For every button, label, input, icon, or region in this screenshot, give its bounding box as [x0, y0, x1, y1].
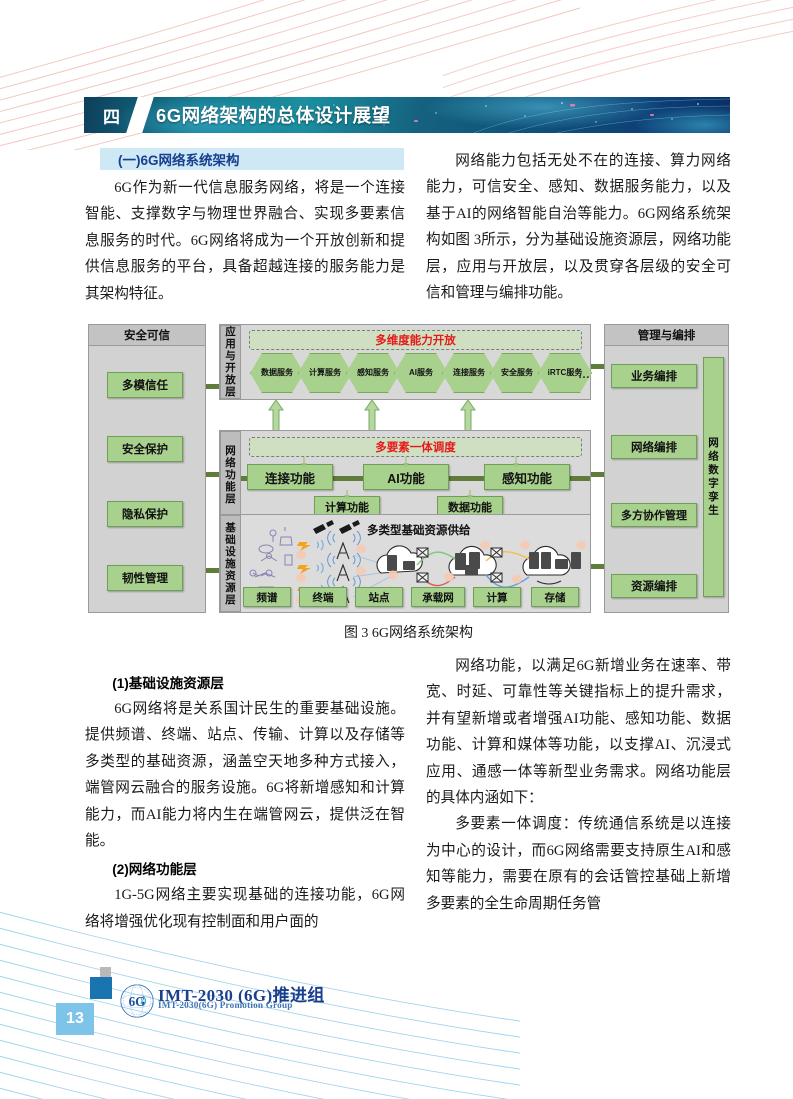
body-text-left-lower: (1)基础设施资源层 6G网络将是关系国计民生的重要基础设施。提供频谱、终端、站… — [85, 672, 405, 935]
arrow-up-1 — [364, 400, 380, 432]
function-sensing: 感知功能 — [484, 464, 570, 490]
paragraph: 网络能力包括无处不在的连接、算力网络能力，可信安全、感知、数据服务能力，以及基于… — [426, 153, 731, 302]
security-item-1: 安全保护 — [107, 436, 183, 462]
connector-security-infra — [206, 568, 222, 573]
digital-twin-column: 网络数字孪生 — [703, 357, 724, 597]
resource-2: 站点 — [355, 587, 403, 607]
capability-openness-banner: 多维度能力开放 — [249, 330, 582, 350]
paragraph: 6G作为新一代信息服务网络，将是一个连接智能、支撑数字与物理世界融合、实现多要素… — [85, 180, 405, 302]
paragraph: 6G网络将是关系国计民生的重要基础设施。提供频谱、终端、站点、传输、计算以及存储… — [85, 701, 405, 850]
section-title: 6G网络架构的总体设计展望 — [156, 105, 391, 126]
body-text-right-lower: 网络功能，以满足6G新增业务在速率、带宽、时延、可靠性等关键指标上的提升需求，并… — [426, 653, 731, 917]
layer-infrastructure-resource: 基础设施资源层 — [219, 514, 591, 613]
layer-application-body: 多维度能力开放 数据服务 计算服务 感知服务 AI服务 — [241, 325, 592, 399]
layer-infrastructure-label: 基础设施资源层 — [220, 515, 241, 612]
layer-application-label: 应用与开放层 — [220, 325, 241, 399]
service-hex-2-label: 感知服务 — [357, 368, 389, 377]
service-hex-0: 数据服务 — [250, 353, 304, 393]
imt2030-logo-icon: 6G — [120, 984, 154, 1018]
subsection-heading-label: (一)6G网络系统架构 — [118, 153, 240, 168]
service-hex-6: iRTC服务 — [538, 353, 592, 393]
paragraph: 网络功能，以满足6G新增业务在速率、带宽、时延、可靠性等关键指标上的提升需求，并… — [426, 658, 731, 807]
layer-application-openness: 应用与开放层 多维度能力开放 数据服务 计算服务 感知服务 AI服务 — [219, 324, 592, 400]
banner-background-art — [114, 97, 730, 133]
layer-network-function-label: 网络功能层 — [220, 431, 241, 519]
connector-app-management — [591, 364, 607, 369]
resource-0: 频谱 — [243, 587, 291, 607]
infrastructure-supply-title: 多类型基础资源供给 — [367, 525, 471, 537]
connector-security-app — [206, 384, 222, 389]
connector-security-netfunc — [206, 472, 222, 477]
hexagon-shape — [394, 353, 448, 393]
security-item-0: 多模信任 — [107, 372, 183, 398]
paragraph: 多要素一体调度：传统通信系统是以连接为中心的设计，而6G网络需要支持原生AI和感… — [426, 816, 731, 912]
panel-management-orchestration: 管理与编排 业务编排 网络编排 多方协作管理 资源编排 网络数字孪生 — [604, 324, 729, 613]
service-hex-4-label: 连接服务 — [453, 368, 485, 377]
footer-square-blue — [90, 977, 112, 999]
service-hex-3-label: AI服务 — [409, 368, 433, 377]
figure-6g-architecture: 安全可信 多模信任 安全保护 隐私保护 韧性管理 应用与开放层 多维度能力开放 … — [88, 324, 729, 616]
panel-security-trust: 安全可信 多模信任 安全保护 隐私保护 韧性管理 — [88, 324, 206, 613]
subsection-heading: (一)6G网络系统架构 — [100, 148, 404, 170]
service-hex-5-label: 安全服务 — [501, 368, 533, 377]
organization-name-en: IMT-2030(6G) Promotion Group — [158, 1000, 293, 1010]
multi-element-scheduling-banner: 多要素一体调度 — [249, 437, 582, 457]
section-number: 四 — [103, 107, 121, 127]
hexagon-shape — [298, 353, 352, 393]
service-hex-0-label: 数据服务 — [261, 368, 293, 377]
layer-network-function-body: 多要素一体调度 连接功能 AI功能 感知功能 计算功能 数据功能 — [241, 431, 590, 519]
resource-3: 承载网 — [411, 587, 465, 607]
service-hex-1: 计算服务 — [298, 353, 352, 393]
arrow-up-0 — [268, 400, 284, 432]
service-more-ellipsis: … — [578, 367, 590, 381]
management-item-3: 资源编排 — [611, 574, 697, 598]
connector-infra-management — [591, 564, 607, 569]
layer-network-function: 网络功能层 多要素一体调度 连接功能 AI功能 感知功能 计算功能 数据功能 — [219, 430, 591, 520]
svg-text:6G: 6G — [129, 994, 146, 1009]
management-item-1: 网络编排 — [611, 435, 697, 459]
figure-caption: 图 3 6G网络系统架构 — [343, 626, 474, 641]
connector-netfunc-management — [591, 472, 607, 477]
hexagon-shape — [538, 353, 592, 393]
page-number-badge: 13 — [56, 1003, 94, 1035]
paragraph: 1G-5G网络主要实现基础的连接功能，6G网络将增强优化现有控制面和用户面的 — [85, 887, 405, 930]
service-hex-5: 安全服务 — [490, 353, 544, 393]
service-hex-1-label: 计算服务 — [309, 368, 341, 377]
footer-square-gray — [100, 967, 111, 978]
security-item-3: 韧性管理 — [107, 565, 183, 591]
resource-1: 终端 — [299, 587, 347, 607]
resource-4: 计算 — [473, 587, 521, 607]
tick-arrows — [301, 457, 519, 499]
resource-5: 存储 — [531, 587, 579, 607]
service-hex-4: 连接服务 — [442, 353, 496, 393]
management-item-0: 业务编排 — [611, 364, 697, 388]
function-connect: 连接功能 — [247, 464, 333, 490]
panel-management-title: 管理与编排 — [605, 325, 728, 346]
arrow-up-2 — [460, 400, 476, 432]
subsection-heading-2: (2)网络功能层 — [112, 862, 197, 878]
hexagon-shape — [490, 353, 544, 393]
panel-security-trust-title: 安全可信 — [89, 325, 205, 346]
security-item-2: 隐私保护 — [107, 501, 183, 527]
service-hex-2: 感知服务 — [346, 353, 400, 393]
service-hex-6-label: iRTC服务 — [547, 368, 583, 377]
subsection-heading-1: (1)基础设施资源层 — [112, 676, 224, 691]
body-text-left-upper: 6G作为新一代信息服务网络，将是一个连接智能、支撑数字与物理世界融合、实现多要素… — [85, 175, 405, 307]
section-banner: 四 6G网络架构的总体设计展望 — [84, 97, 730, 133]
management-item-2: 多方协作管理 — [611, 503, 697, 527]
body-text-right-upper: 网络能力包括无处不在的连接、算力网络能力，可信安全、感知、数据服务能力，以及基于… — [426, 148, 731, 306]
infrastructure-illustration: 多类型基础资源供给 频谱 终端 站点 承载网 计算 存储 — [241, 515, 590, 612]
service-hex-3: AI服务 — [394, 353, 448, 393]
organization-name-cn: IMT-2030 (6G)推进组 — [158, 986, 325, 1005]
